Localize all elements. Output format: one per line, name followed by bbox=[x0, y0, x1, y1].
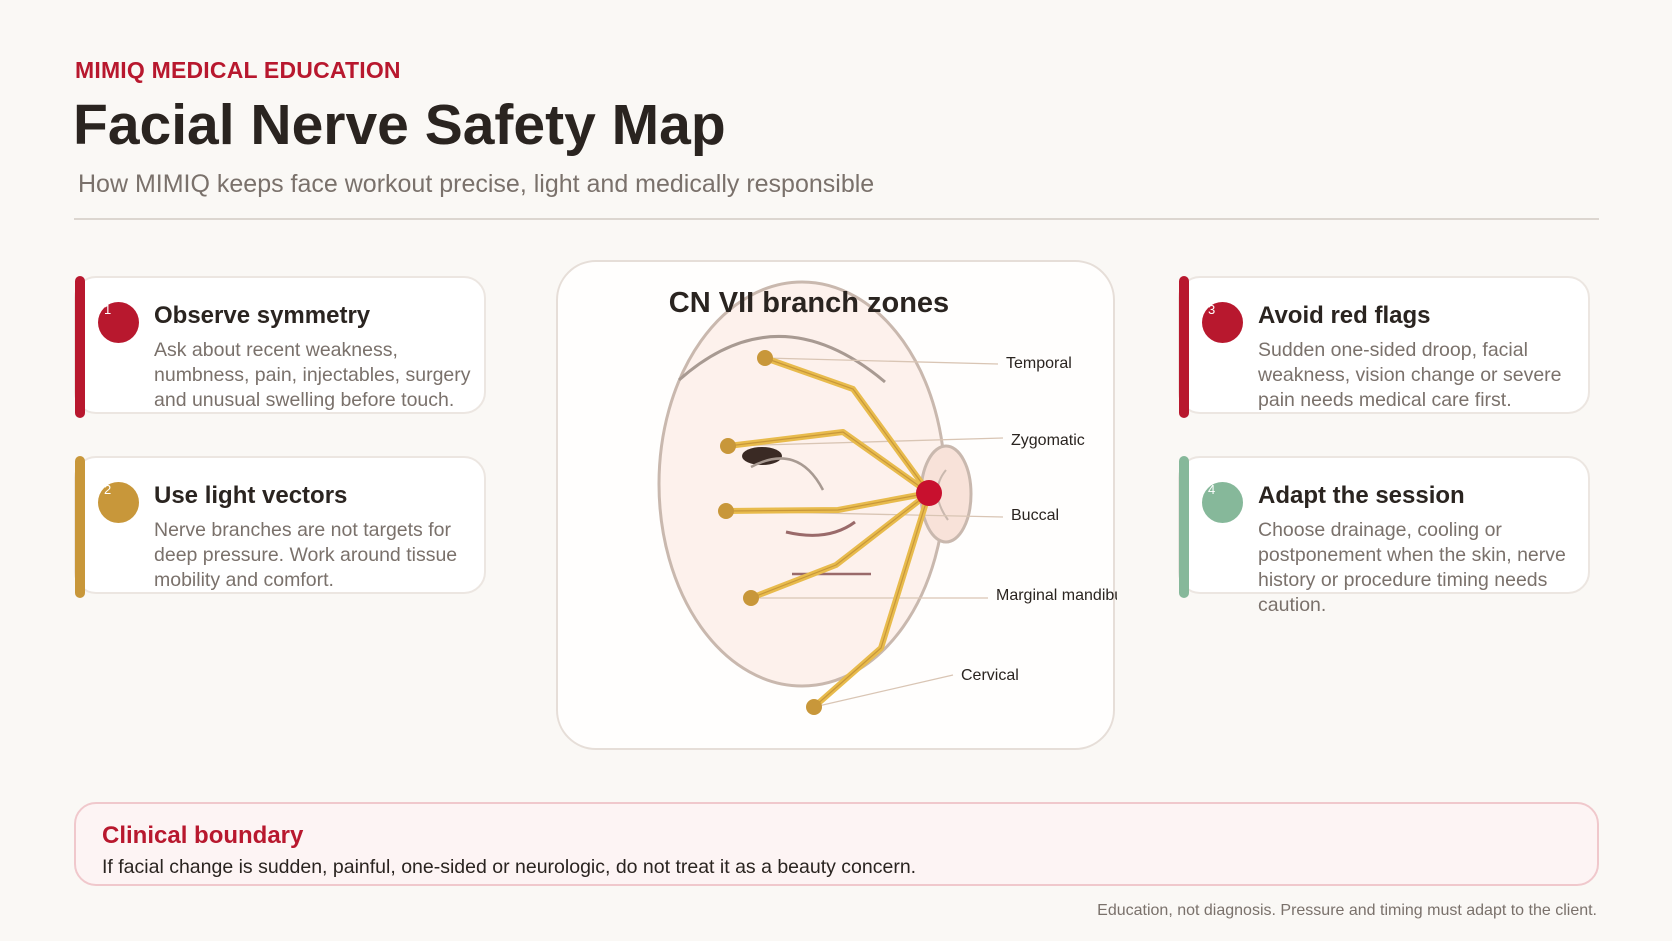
step-number: 4 bbox=[1208, 482, 1216, 497]
nerve-origin bbox=[916, 480, 942, 506]
card-accent-bar bbox=[75, 456, 85, 598]
step-number: 1 bbox=[104, 302, 112, 317]
card-use-light-vectors: 2 Use light vectors Nerve branches are n… bbox=[74, 456, 486, 598]
step-badge: 4 bbox=[1202, 482, 1243, 523]
label-zygomatic: Zygomatic bbox=[1011, 432, 1085, 449]
boundary-title: Clinical boundary bbox=[102, 822, 304, 849]
branch-endpoints bbox=[718, 350, 822, 715]
card-body: Sudden one-sided droop, facial weakness,… bbox=[1258, 339, 1562, 411]
boundary-body: If facial change is sudden, painful, one… bbox=[102, 856, 917, 878]
step-badge: 1 bbox=[98, 302, 139, 343]
card-accent-bar bbox=[75, 276, 85, 418]
label-temporal: Temporal bbox=[1006, 355, 1072, 372]
card-observe-symmetry: 1 Observe symmetry Ask about recent weak… bbox=[74, 276, 486, 418]
card-accent-bar bbox=[1179, 276, 1189, 418]
page-title: Facial Nerve Safety Map bbox=[73, 93, 726, 157]
mouth-arc bbox=[785, 520, 856, 537]
step-badge: 3 bbox=[1202, 302, 1243, 343]
card-body: Ask about recent weakness, numbness, pai… bbox=[154, 339, 471, 411]
hairline-arc bbox=[678, 335, 886, 384]
brand-label: MIMIQ MEDICAL EDUCATION bbox=[75, 57, 401, 83]
card-avoid-red-flags: 3 Avoid red flags Sudden one-sided droop… bbox=[1178, 276, 1590, 418]
card-title: Observe symmetry bbox=[154, 302, 371, 329]
footnote: Education, not diagnosis. Pressure and t… bbox=[1097, 902, 1597, 919]
card-title: Use light vectors bbox=[154, 482, 348, 509]
nerve-diagram: CN VII branch zones Temporal Zygomatic B… bbox=[657, 280, 1117, 715]
label-cervical: Cervical bbox=[961, 667, 1019, 684]
card-accent-bar bbox=[1179, 456, 1189, 598]
clinical-boundary-callout: Clinical boundary If facial change is su… bbox=[74, 802, 1599, 886]
step-number: 3 bbox=[1208, 302, 1216, 317]
card-adapt-session: 4 Adapt the session Choose drainage, coo… bbox=[1178, 456, 1590, 616]
card-title: Adapt the session bbox=[1258, 482, 1465, 509]
card-title: Avoid red flags bbox=[1258, 302, 1431, 329]
label-marginal-mandibular: Marginal mandibular bbox=[996, 587, 1117, 604]
step-number: 2 bbox=[104, 482, 112, 497]
card-body: Choose drainage, cooling or postponement… bbox=[1258, 519, 1566, 616]
page-subtitle: How MIMIQ keeps face workout precise, li… bbox=[78, 170, 875, 198]
diagram-title: CN VII branch zones bbox=[669, 287, 949, 319]
cheek-arc bbox=[750, 457, 825, 491]
nerve-diagram-panel: CN VII branch zones Temporal Zygomatic B… bbox=[556, 260, 1117, 750]
step-badge: 2 bbox=[98, 482, 139, 523]
card-body: Nerve branches are not targets for deep … bbox=[154, 519, 458, 591]
face-outline bbox=[657, 280, 947, 688]
header-divider bbox=[74, 218, 1599, 220]
label-buccal: Buccal bbox=[1011, 507, 1059, 524]
nerve-branch-shading bbox=[725, 357, 930, 708]
